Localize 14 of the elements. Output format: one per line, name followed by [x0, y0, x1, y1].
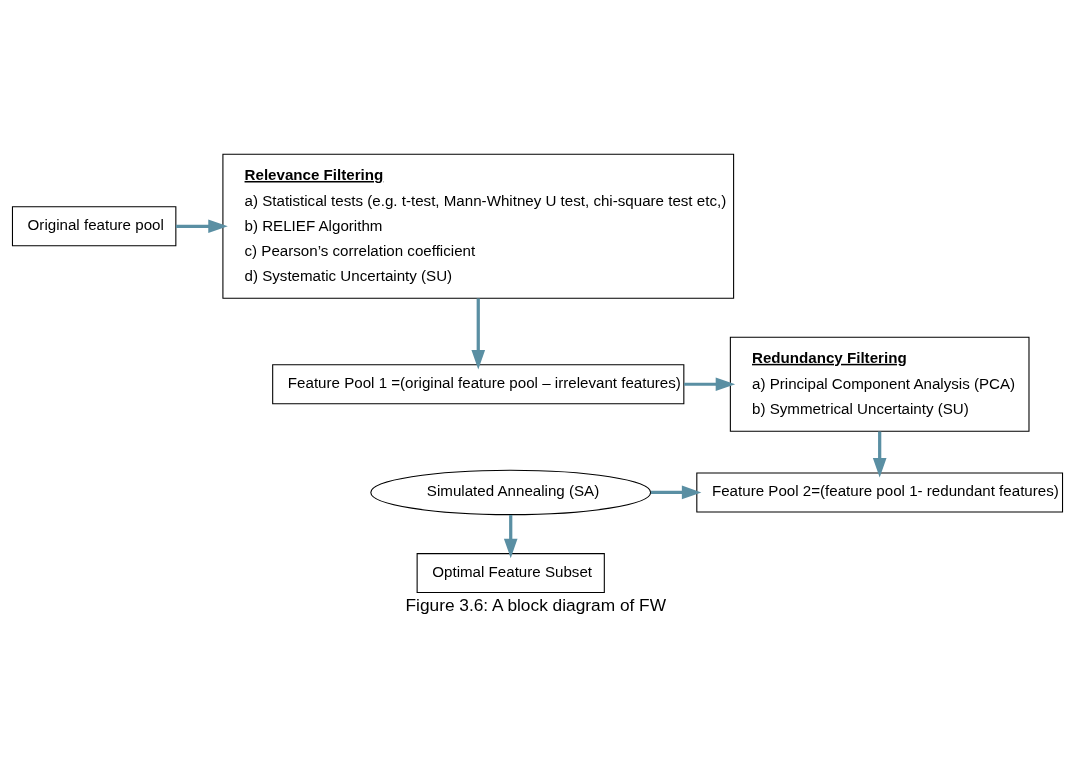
node-box: Original feature pool	[11, 206, 177, 247]
node-box: Optimal Feature Subset	[416, 553, 605, 594]
caption: Figure 3.6: A block diagram of FW	[405, 594, 667, 615]
arrow	[872, 431, 887, 478]
node-box: Relevance Filtering a) Statistical tests (e.g. t-test, Mann-Whitney U test, chi-square test etc,) b) RELIEF Algorithm c) Pearson’s correlation coefficient d) Systematic Uncertainty (SU)	[222, 153, 735, 299]
arrow	[503, 514, 518, 559]
arrow	[471, 298, 486, 370]
node-box: Feature Pool 2=(feature pool 1- redundant features)	[696, 472, 1064, 513]
node-ellipse: Simulated Annealing (SA)	[370, 469, 652, 516]
node-box: Feature Pool 1 =(original feature pool – irrelevant features)	[272, 364, 685, 405]
arrow	[684, 377, 736, 392]
node-box: Redundancy Filtering a) Principal Component Analysis (PCA) b) Symmetrical Uncertainty (SU)	[729, 336, 1030, 432]
arrow	[650, 485, 702, 500]
arrow	[175, 219, 228, 234]
